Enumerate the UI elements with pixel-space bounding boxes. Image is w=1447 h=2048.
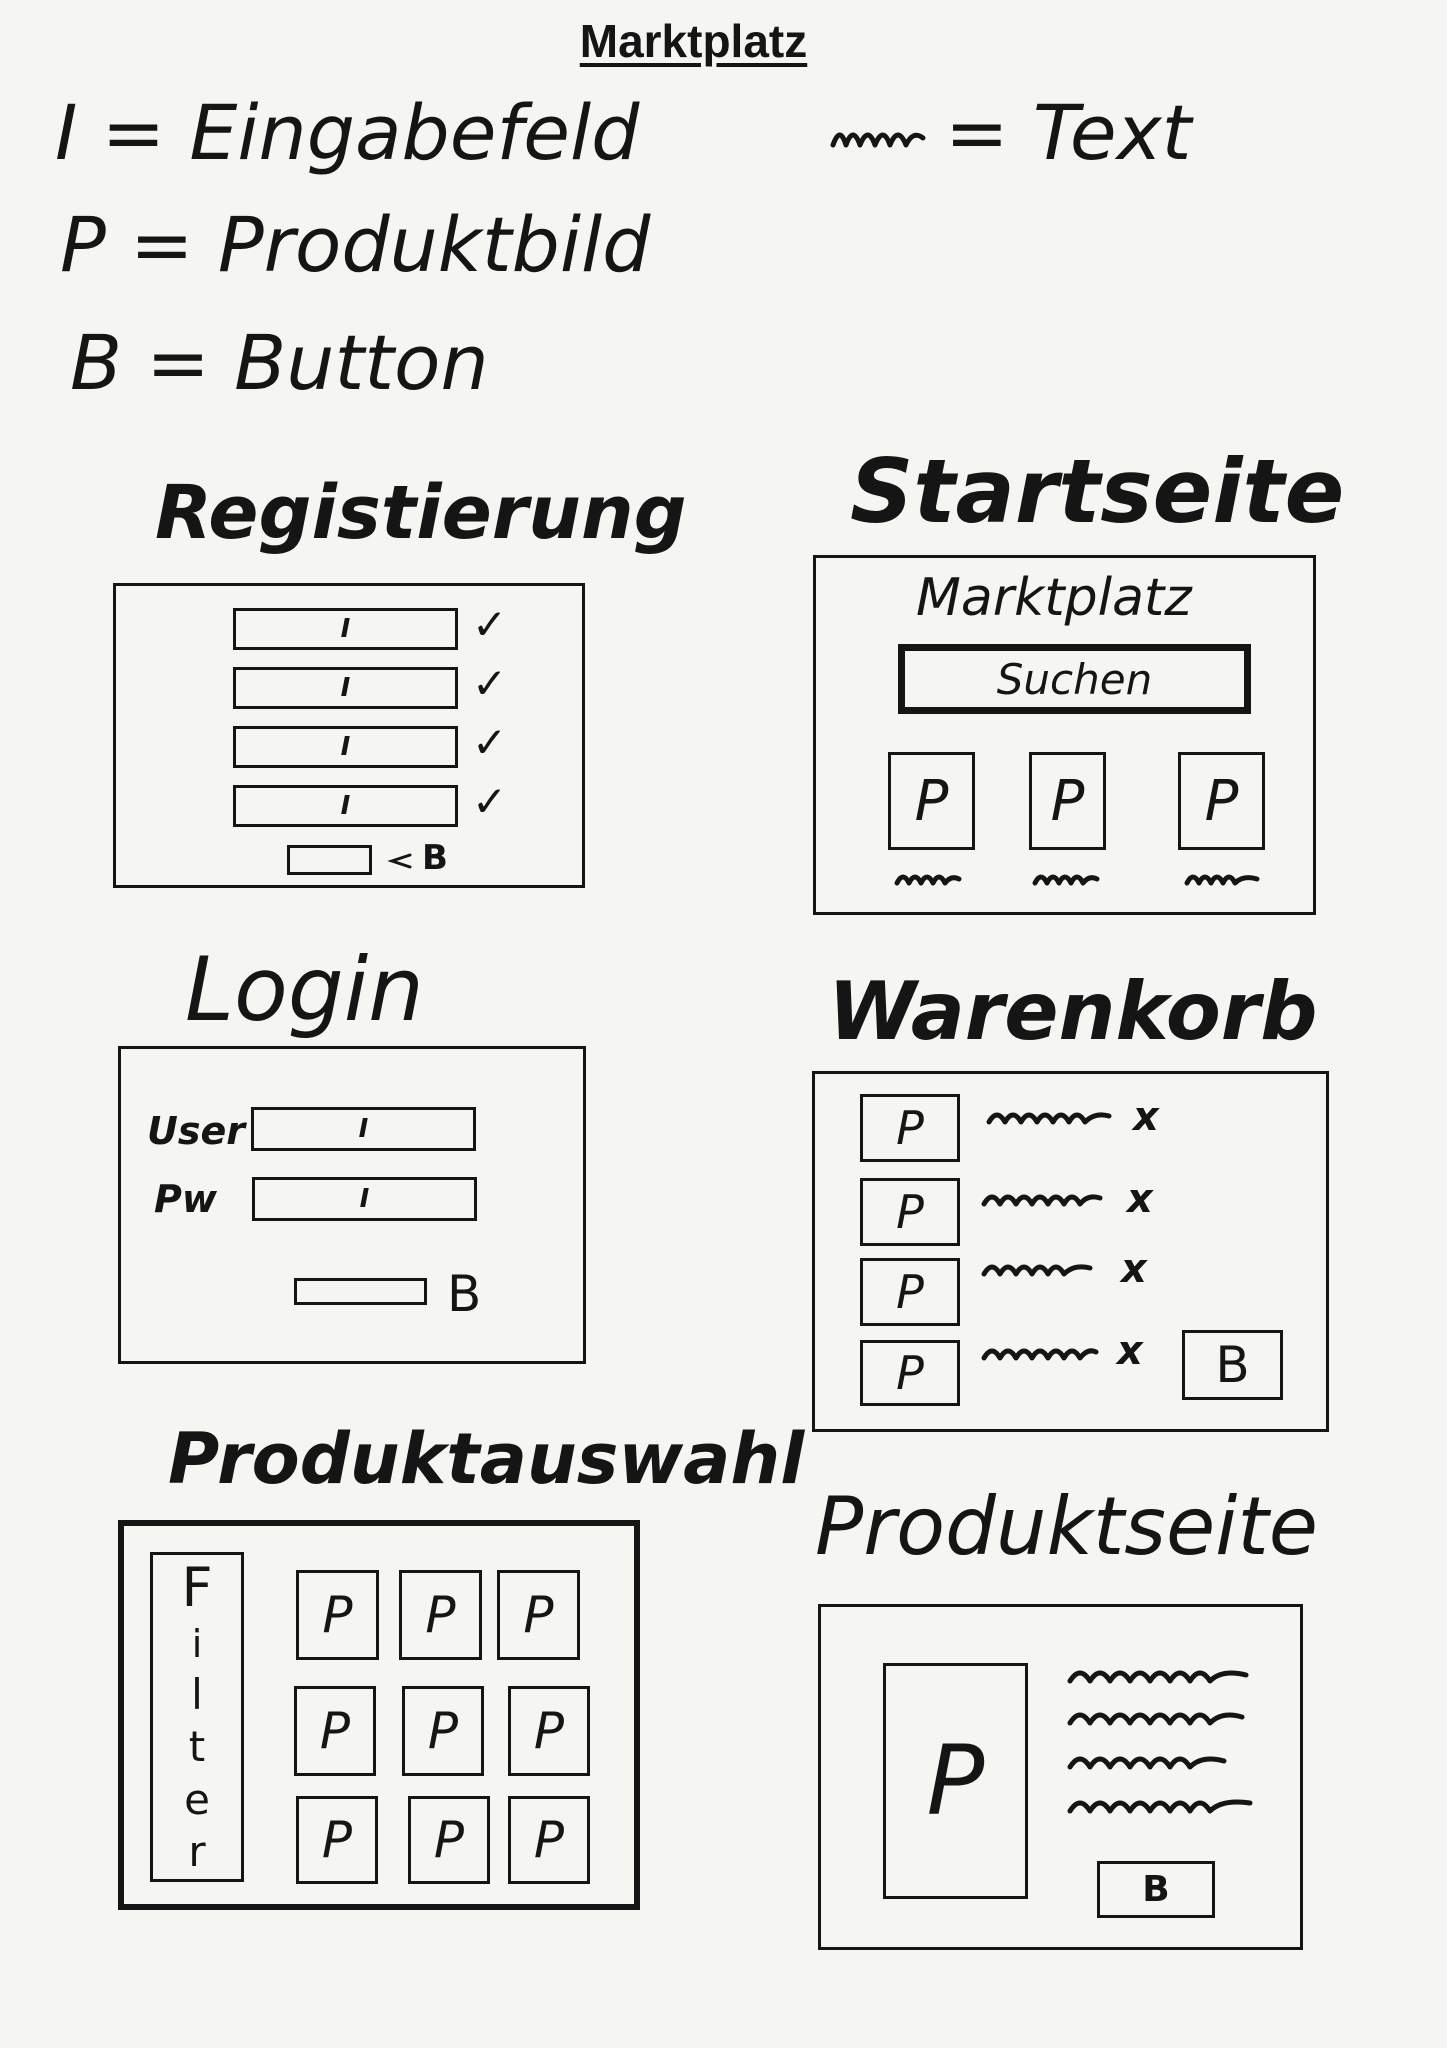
cart-item-image-2: P bbox=[860, 1178, 960, 1246]
cart-item-text-squiggle-icon bbox=[986, 1112, 1112, 1125]
filter-letter: F bbox=[181, 1556, 213, 1619]
filter-letter: t bbox=[188, 1722, 206, 1772]
product-tile[interactable]: P bbox=[294, 1686, 376, 1776]
product-tile[interactable]: P bbox=[296, 1570, 379, 1660]
remove-item-icon[interactable]: x bbox=[1133, 1094, 1159, 1140]
page-title: Marktplatz bbox=[579, 15, 808, 67]
product-detail-image: P bbox=[883, 1663, 1028, 1899]
add-to-cart-button[interactable]: B bbox=[1097, 1861, 1215, 1918]
legend-text-squiggle-icon bbox=[830, 132, 926, 148]
cart-item-image-4: P bbox=[860, 1340, 960, 1406]
register-button[interactable] bbox=[287, 845, 372, 875]
product-tile[interactable]: P bbox=[399, 1570, 482, 1660]
login-heading: Login bbox=[185, 938, 424, 1041]
pw-label: Pw bbox=[154, 1177, 217, 1221]
product-description-squiggle-icon bbox=[1067, 1670, 1253, 1814]
login-frame: User I Pw I B bbox=[118, 1046, 586, 1364]
filter-letter: r bbox=[188, 1826, 206, 1876]
product-text-squiggle-icon bbox=[1032, 874, 1100, 886]
startseite-brand: Marktplatz bbox=[916, 568, 1192, 628]
product-tile[interactable]: P bbox=[296, 1796, 378, 1884]
cart-item-image-3: P bbox=[860, 1258, 960, 1326]
cart-item-text-squiggle-icon bbox=[981, 1348, 1099, 1361]
registrierung-heading: Registierung bbox=[155, 470, 687, 556]
produktseite-heading: Produktseite bbox=[815, 1480, 1318, 1573]
produktseite-frame: P B bbox=[818, 1604, 1303, 1950]
remove-item-icon[interactable]: x bbox=[1127, 1176, 1153, 1222]
product-image-3[interactable]: P bbox=[1178, 752, 1265, 850]
produktauswahl-frame: F i l t e r P P P P P P P P P bbox=[118, 1520, 640, 1910]
cart-item-text-squiggle-icon bbox=[981, 1264, 1093, 1277]
filter-panel[interactable]: F i l t e r bbox=[150, 1552, 244, 1882]
cart-item-image-1: P bbox=[860, 1094, 960, 1162]
search-input[interactable]: Suchen bbox=[898, 644, 1251, 714]
cart-item-text-squiggle-icon bbox=[981, 1194, 1103, 1207]
password-input[interactable]: I bbox=[252, 1177, 477, 1221]
check-icon: ✓ bbox=[472, 718, 508, 767]
register-input-2[interactable]: I bbox=[233, 667, 458, 709]
produktauswahl-heading: Produktauswahl bbox=[168, 1418, 805, 1500]
product-text-squiggle-icon bbox=[894, 874, 962, 886]
check-icon: ✓ bbox=[472, 659, 508, 708]
product-tile[interactable]: P bbox=[497, 1570, 580, 1660]
product-image-1[interactable]: P bbox=[888, 752, 975, 850]
product-text-squiggle-icon bbox=[1184, 874, 1260, 886]
remove-item-icon[interactable]: x bbox=[1117, 1328, 1143, 1374]
product-image-2[interactable]: P bbox=[1029, 752, 1106, 850]
arrow-left-icon bbox=[387, 853, 412, 869]
register-button-label: B bbox=[422, 838, 448, 878]
product-tile[interactable]: P bbox=[408, 1796, 490, 1884]
product-tile[interactable]: P bbox=[402, 1686, 484, 1776]
check-icon: ✓ bbox=[472, 600, 508, 649]
user-label: User bbox=[147, 1109, 245, 1153]
warenkorb-heading: Warenkorb bbox=[828, 965, 1318, 1058]
checkout-button[interactable]: B bbox=[1182, 1330, 1283, 1400]
filter-letter: i bbox=[191, 1622, 203, 1667]
legend-text: = Text bbox=[945, 88, 1192, 177]
register-input-4[interactable]: I bbox=[233, 785, 458, 827]
registrierung-frame: I ✓ I ✓ I ✓ I ✓ B bbox=[113, 583, 585, 888]
startseite-heading: Startseite bbox=[850, 440, 1345, 543]
legend-button: B = Button bbox=[70, 318, 489, 407]
product-tile[interactable]: P bbox=[508, 1686, 590, 1776]
warenkorb-frame: P x P x P x P x B bbox=[812, 1071, 1329, 1432]
remove-item-icon[interactable]: x bbox=[1121, 1246, 1147, 1292]
filter-letter: l bbox=[191, 1669, 203, 1719]
legend-picture: P = Produktbild bbox=[60, 200, 651, 289]
login-button-label: B bbox=[447, 1265, 482, 1323]
user-input[interactable]: I bbox=[251, 1107, 476, 1151]
legend-input: I = Eingabefeld bbox=[55, 88, 640, 177]
startseite-frame: Marktplatz Suchen P P P bbox=[813, 555, 1316, 915]
filter-letter: e bbox=[184, 1774, 210, 1824]
check-icon: ✓ bbox=[472, 777, 508, 826]
product-tile[interactable]: P bbox=[508, 1796, 590, 1884]
register-input-1[interactable]: I bbox=[233, 608, 458, 650]
register-input-3[interactable]: I bbox=[233, 726, 458, 768]
login-button[interactable] bbox=[294, 1278, 427, 1305]
